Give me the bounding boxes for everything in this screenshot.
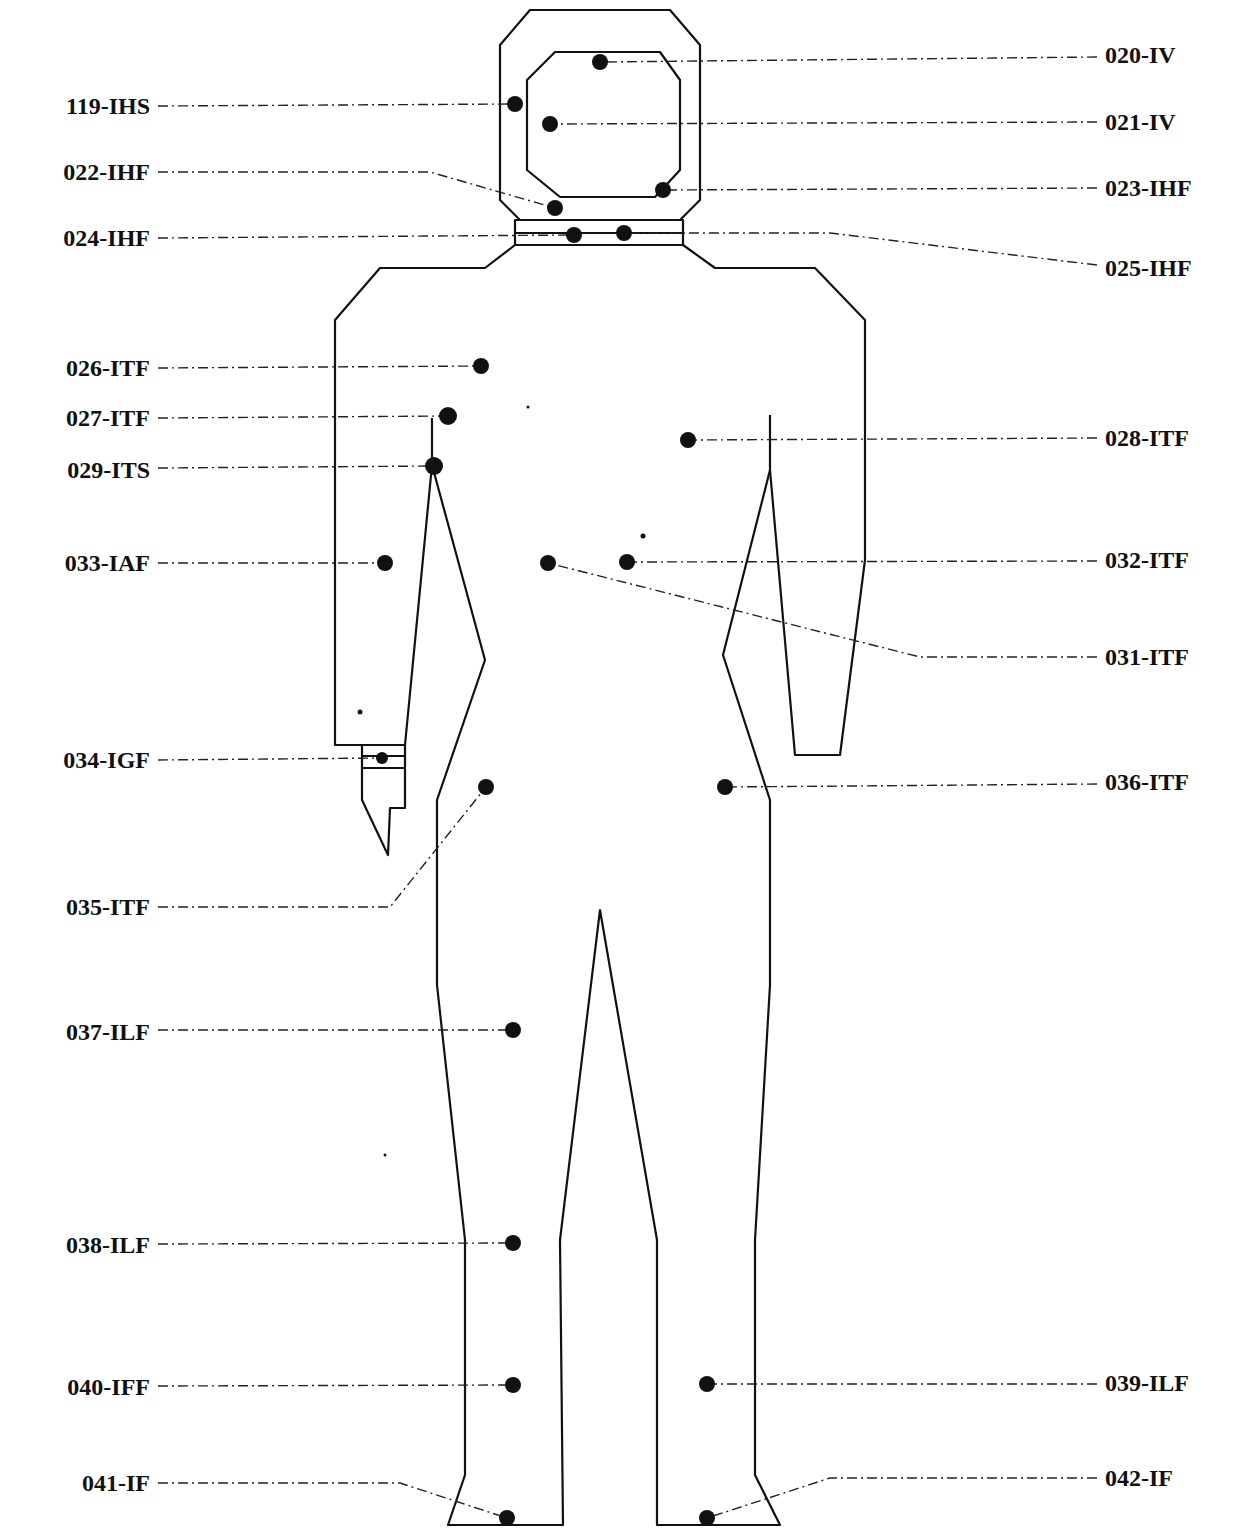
- sensor-dot: [699, 1510, 715, 1526]
- callout-number: 029-ITS: [67, 456, 150, 484]
- leader-line: [624, 233, 1097, 265]
- callout-number: 040-IFF: [67, 1373, 150, 1401]
- callout-number: 026-ITF: [66, 354, 150, 382]
- left-hand: [362, 768, 405, 855]
- leader-line: [158, 787, 486, 907]
- leader-line: [158, 104, 515, 106]
- leader-line: [707, 1478, 1097, 1518]
- leader-line: [158, 172, 555, 208]
- sensor-dot: [505, 1235, 521, 1251]
- leader-line: [158, 1029, 513, 1030]
- callout-number: 036-ITF: [1105, 768, 1189, 796]
- callout-number: 021-IV: [1105, 108, 1176, 136]
- callout-number: 034-IGF: [63, 746, 150, 774]
- leader-line: [627, 561, 1097, 562]
- sensor-dot: [680, 432, 696, 448]
- helmet-outline: [500, 10, 700, 220]
- callout-number: 039-ILF: [1105, 1369, 1189, 1397]
- callout-number: 119-IHS: [66, 92, 150, 120]
- leader-line: [158, 416, 448, 418]
- leader-line: [158, 1483, 507, 1518]
- sensor-dot: [439, 407, 457, 425]
- sensor-dot: [377, 555, 393, 571]
- leader-line: [688, 438, 1097, 440]
- leader-line: [158, 1385, 513, 1386]
- callout-number: 037-ILF: [66, 1018, 150, 1046]
- leader-line: [158, 366, 481, 368]
- callout-number: 027-ITF: [66, 404, 150, 432]
- visor-outline: [527, 52, 680, 197]
- leader-line: [158, 235, 574, 238]
- callout-number: 020-IV: [1105, 41, 1176, 69]
- callout-number: 031-ITF: [1105, 643, 1189, 671]
- sensor-dot: [473, 358, 489, 374]
- leader-line: [725, 784, 1097, 787]
- leader-line: [158, 562, 385, 563]
- left-body-outline: [335, 245, 515, 745]
- sensor-dot: [655, 182, 671, 198]
- leader-line: [548, 563, 1097, 657]
- callout-number: 025-IHF: [1105, 254, 1192, 282]
- sensor-dot: [547, 200, 563, 216]
- callout-number: 022-IHF: [63, 158, 150, 186]
- sensor-dot: [499, 1510, 515, 1526]
- stray-dot: [641, 534, 646, 539]
- leader-line: [158, 758, 382, 760]
- callout-number: 035-ITF: [66, 893, 150, 921]
- sensor-dot: [376, 752, 388, 764]
- callout-number: 028-ITF: [1105, 424, 1189, 452]
- stray-dot: [358, 710, 363, 715]
- glove-band: [362, 745, 405, 768]
- stray-dot: [384, 1154, 387, 1157]
- stray-dot: [527, 406, 530, 409]
- sensor-dot: [717, 779, 733, 795]
- sensor-dot: [619, 554, 635, 570]
- leader-line: [550, 122, 1097, 124]
- callout-number: 024-IHF: [63, 224, 150, 252]
- leader-line: [158, 1243, 513, 1244]
- callout-number: 038-ILF: [66, 1231, 150, 1259]
- callout-number: 032-ITF: [1105, 546, 1189, 574]
- callout-number: 041-IF: [82, 1469, 150, 1497]
- sensor-dot: [425, 457, 443, 475]
- sensor-dot: [566, 227, 582, 243]
- leader-line: [600, 57, 1097, 62]
- leader-line: [663, 188, 1097, 190]
- sensor-dot: [699, 1376, 715, 1392]
- sensor-dot: [540, 555, 556, 571]
- right-body-outline: [683, 245, 865, 755]
- callout-number: 033-IAF: [65, 549, 150, 577]
- sensor-dot: [542, 116, 558, 132]
- callout-number: 023-IHF: [1105, 174, 1192, 202]
- sensor-dot: [616, 225, 632, 241]
- leader-line: [158, 466, 434, 468]
- sensor-dot: [478, 779, 494, 795]
- sensor-dot: [507, 96, 523, 112]
- left-torso-leg: [432, 465, 780, 1525]
- sensor-dot: [592, 54, 608, 70]
- sensor-dot: [505, 1022, 521, 1038]
- leader-line: [707, 1383, 1097, 1384]
- callout-number: 042-IF: [1105, 1464, 1173, 1492]
- sensor-dot: [505, 1377, 521, 1393]
